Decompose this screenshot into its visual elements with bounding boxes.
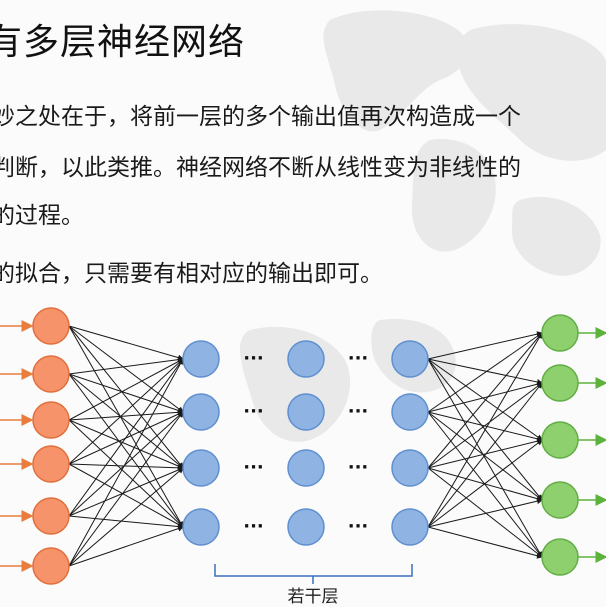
paragraph-line-3: 的过程。 [0, 203, 84, 229]
edge-input-3-to-hidden-3 [68, 419, 184, 469]
hidden-node-c1-r1 [182, 340, 220, 378]
edge-input-6-to-hidden-4 [68, 525, 184, 567]
hidden-node-c3-r1 [391, 340, 429, 378]
edge-hidden-4-to-output-1 [427, 332, 543, 528]
slide-title: 有多层神经网络 [0, 22, 246, 63]
edge-input-3-to-hidden-2 [68, 409, 184, 421]
hidden-node-c2-r3 [287, 449, 325, 487]
edge-input-4-to-hidden-1 [68, 358, 184, 465]
edge-input-5-to-hidden-4 [68, 515, 184, 530]
edge-hidden-3-to-output-2 [427, 382, 543, 469]
edge-hidden-4-to-output-2 [427, 382, 543, 528]
edge-hidden-4-to-output-3 [427, 439, 543, 528]
paragraph-line-2: 判断，以此类推。神经网络不断从线性变为非线性的 [0, 155, 521, 181]
hidden-node-c3-r2 [391, 393, 429, 431]
hidden-node-c1-r3 [182, 449, 220, 487]
edge-hidden-4-to-output-4 [427, 498, 543, 528]
ellipsis-gap2-r1: ··· [348, 348, 369, 369]
output-node-1 [541, 314, 579, 352]
edge-input-5-to-hidden-2 [68, 411, 184, 517]
ellipsis-gap2-r4: ··· [348, 516, 369, 537]
edge-input-2-to-hidden-4 [68, 373, 184, 528]
edge-hidden-2-to-output-1 [427, 332, 543, 413]
output-node-5 [541, 538, 579, 576]
edge-hidden-3-to-output-1 [427, 332, 543, 469]
ellipsis-gap1-r3: ··· [243, 457, 264, 478]
hidden-layers-label: 若干层 [288, 587, 339, 607]
output-node-4 [541, 481, 579, 519]
edge-input-5-to-hidden-3 [68, 467, 184, 517]
hidden-node-c2-r1 [287, 340, 325, 378]
edge-input-6-to-hidden-1 [68, 358, 184, 567]
edge-input-5-to-hidden-1 [68, 358, 184, 517]
input-node-3 [32, 401, 70, 439]
edge-hidden-3-to-output-3 [427, 438, 543, 469]
edge-hidden-1-to-output-5 [427, 358, 543, 558]
network-nodes [32, 307, 579, 585]
input-node-1 [32, 307, 70, 345]
input-node-4 [32, 445, 70, 483]
neural-network-diagram: ··· ··· ··· ··· ··· ··· ··· ··· 若干层 [0, 307, 606, 607]
ellipsis-markers: ··· ··· ··· ··· ··· ··· ··· ··· [243, 348, 368, 537]
edge-hidden-1-to-output-1 [427, 331, 543, 360]
ellipsis-gap1-r4: ··· [243, 516, 264, 537]
edge-input-1-to-hidden-2 [68, 325, 184, 413]
output-node-3 [541, 421, 579, 459]
io-arrows [0, 320, 606, 572]
ellipsis-gap2-r2: ··· [348, 401, 369, 422]
edge-input-6-to-hidden-2 [68, 411, 184, 567]
input-node-2 [32, 355, 70, 393]
hidden-node-c3-r4 [391, 508, 429, 546]
edge-input-3-to-hidden-4 [68, 419, 184, 528]
edge-input-6-to-hidden-3 [68, 467, 184, 567]
hidden-node-c3-r3 [391, 449, 429, 487]
edge-input-1-to-hidden-4 [68, 325, 184, 528]
hidden-node-c2-r2 [287, 393, 325, 431]
connection-edges [68, 325, 543, 567]
hidden-node-c2-r4 [287, 508, 325, 546]
ellipsis-gap1-r2: ··· [243, 401, 264, 422]
hidden-layers-brace [214, 564, 413, 577]
input-node-6 [32, 547, 70, 585]
edge-input-2-to-hidden-2 [68, 373, 184, 414]
edge-hidden-1-to-output-2 [427, 358, 543, 385]
input-node-5 [32, 497, 70, 535]
edge-input-1-to-hidden-3 [68, 325, 184, 469]
paragraph-line-1: 妙之处在于，将前一层的多个输出值再次构造成一个 [0, 104, 521, 130]
ellipsis-gap1-r1: ··· [243, 348, 264, 369]
edge-hidden-2-to-output-4 [427, 411, 543, 501]
edge-hidden-2-to-output-2 [427, 381, 543, 413]
edge-hidden-1-to-output-3 [427, 358, 543, 441]
output-node-2 [541, 364, 579, 402]
edge-hidden-3-to-output-5 [427, 467, 543, 558]
edge-input-4-to-hidden-3 [68, 463, 184, 471]
hidden-node-c1-r2 [182, 393, 220, 431]
edge-hidden-4-to-output-5 [427, 526, 543, 559]
hidden-node-c1-r4 [182, 508, 220, 546]
edge-input-2-to-hidden-3 [68, 373, 184, 469]
ellipsis-gap2-r3: ··· [348, 457, 369, 478]
paragraph-line-4: 的拟合，只需要有相对应的输出即可。 [0, 261, 383, 287]
edge-input-1-to-hidden-1 [68, 325, 184, 361]
edge-input-4-to-hidden-4 [68, 463, 184, 528]
edge-input-3-to-hidden-1 [68, 358, 184, 421]
edge-input-2-to-hidden-1 [68, 356, 184, 375]
